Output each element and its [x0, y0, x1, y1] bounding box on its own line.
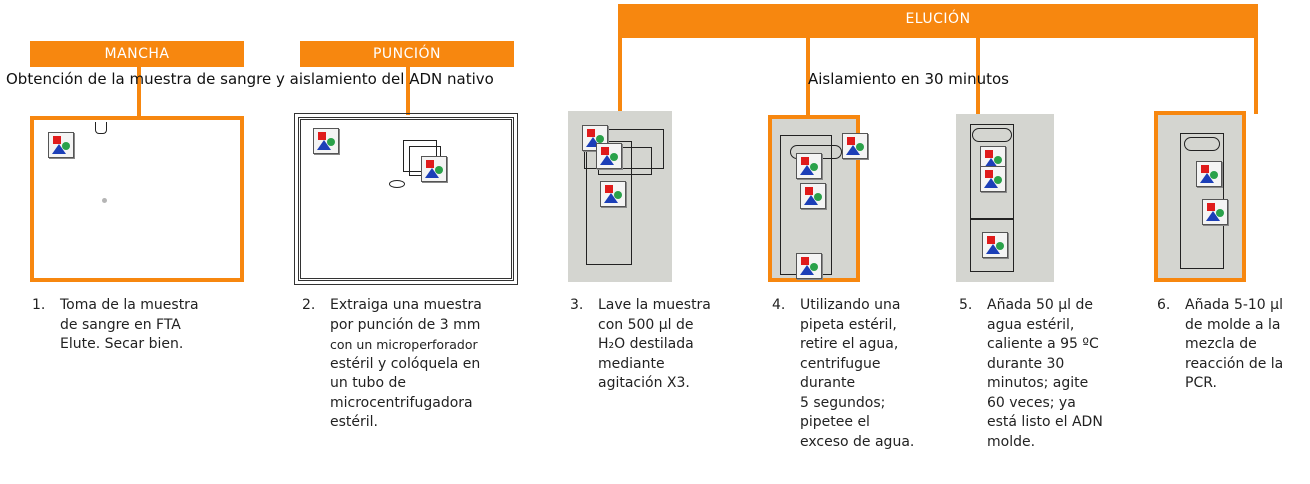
elucion-bracket-tick — [618, 34, 622, 118]
panel-step-5 — [956, 114, 1054, 282]
step-text-line: Lave la muestra — [598, 297, 711, 313]
header-puncion-label: PUNCIÓN — [372, 46, 442, 62]
step-text-line: retire el agua, — [800, 336, 899, 352]
picture-placeholder-icon — [582, 125, 608, 151]
tube-outline — [970, 124, 1014, 220]
panel-step-1 — [30, 116, 244, 282]
panel-step-3 — [568, 111, 672, 282]
panel-step-4 — [768, 115, 868, 282]
header-puncion: PUNCIÓN — [300, 41, 514, 67]
step-text-line: Extraiga una muestra — [330, 297, 482, 313]
elucion-bracket-tick — [1254, 34, 1258, 114]
elucion-bracket-tick — [806, 34, 810, 118]
step-text-line: microcentrifugadora — [330, 394, 473, 411]
picture-placeholder-icon — [421, 156, 447, 182]
tube-body — [586, 141, 632, 265]
tab-outline — [95, 122, 107, 134]
picture-placeholder-icon — [796, 153, 822, 179]
step-text-line: durante — [800, 375, 856, 391]
picture-placeholder-icon — [596, 143, 622, 169]
step-text-line: mezcla de — [1185, 336, 1257, 352]
step-text-line: molde. — [987, 433, 1036, 450]
step-text-line: Toma de la muestra — [60, 297, 199, 313]
picture-placeholder-icon — [1202, 199, 1228, 225]
step-number: 6. — [1157, 297, 1171, 313]
step-text-line: con 500 µl de — [598, 316, 694, 333]
step-text-line: minutos; agite — [987, 375, 1089, 391]
step-text-line: reacción de la — [1185, 355, 1284, 372]
subtitle-left: Obtención de la muestra de sangre y aisl… — [6, 70, 494, 88]
step-text-line: agua estéril, — [987, 316, 1075, 333]
step-text-line: está listo el ADN — [987, 414, 1103, 430]
step-text-line: exceso de agua. — [800, 433, 915, 450]
panel-step-6 — [1154, 111, 1246, 282]
step-text-line: Elute. Secar bien. — [60, 336, 184, 352]
step-text-line: por punción de 3 mm — [330, 316, 481, 333]
picture-placeholder-icon — [796, 253, 822, 279]
tube-base — [970, 218, 1014, 272]
puncion-connector — [406, 67, 410, 115]
panel-step-2 — [294, 113, 518, 285]
step-number: 4. — [772, 297, 786, 313]
blood-spot — [102, 198, 107, 203]
picture-placeholder-icon — [982, 232, 1008, 258]
step-text-line: de sangre en FTA — [60, 316, 181, 333]
header-elucion-label: ELUCIÓN — [905, 11, 971, 27]
picture-placeholder-icon — [800, 183, 826, 209]
mancha-connector — [137, 67, 141, 118]
step-text-line: un tubo de — [330, 375, 406, 391]
tube-lid — [972, 128, 1012, 142]
step-text-line: centrifugue — [800, 355, 881, 372]
picture-placeholder-icon — [313, 128, 339, 154]
punch-hole — [389, 180, 405, 188]
step-number: 5. — [959, 297, 973, 313]
step-text-line: estéril. — [330, 414, 378, 430]
step-number: 3. — [570, 297, 584, 313]
picture-placeholder-icon — [980, 166, 1006, 192]
step-text-line: pipeta estéril, — [800, 316, 897, 333]
header-elucion: ELUCIÓN — [618, 4, 1258, 34]
picture-placeholder-icon — [48, 132, 74, 158]
step-text-line: H₂O destilada — [598, 336, 694, 352]
tube-lid — [1184, 137, 1220, 151]
elucion-bracket-tick — [976, 34, 980, 118]
step-text-line: estéril y colóquela en — [330, 355, 481, 372]
step-text-line: Añada 5-10 µl — [1185, 297, 1283, 313]
header-mancha-label: MANCHA — [104, 46, 170, 62]
subtitle-right: Aislamiento en 30 minutos — [808, 70, 1009, 88]
step-text-line: Añada 50 µl de — [987, 297, 1093, 313]
step-text-line: durante 30 — [987, 355, 1065, 372]
step-number: 2. — [302, 297, 316, 313]
step-text-line: con un microperforador — [330, 337, 478, 352]
picture-placeholder-icon — [842, 133, 868, 159]
picture-placeholder-icon — [600, 181, 626, 207]
picture-placeholder-icon — [1196, 161, 1222, 187]
step-text-line: PCR. — [1185, 375, 1217, 391]
step-text-line: agitación X3. — [598, 375, 690, 391]
step-text-line: caliente a 95 ºC — [987, 336, 1099, 352]
step-text-line: 60 veces; ya — [987, 394, 1076, 411]
elucion-bracket-line — [618, 34, 1258, 38]
step-text-line: Utilizando una — [800, 297, 901, 313]
step-text-line: de molde a la — [1185, 316, 1281, 333]
step-text-line: pipetee el — [800, 414, 870, 430]
header-mancha: MANCHA — [30, 41, 244, 67]
step-text-line: mediante — [598, 355, 665, 372]
step-number: 1. — [32, 297, 46, 313]
step-text-line: 5 segundos; — [800, 394, 886, 411]
